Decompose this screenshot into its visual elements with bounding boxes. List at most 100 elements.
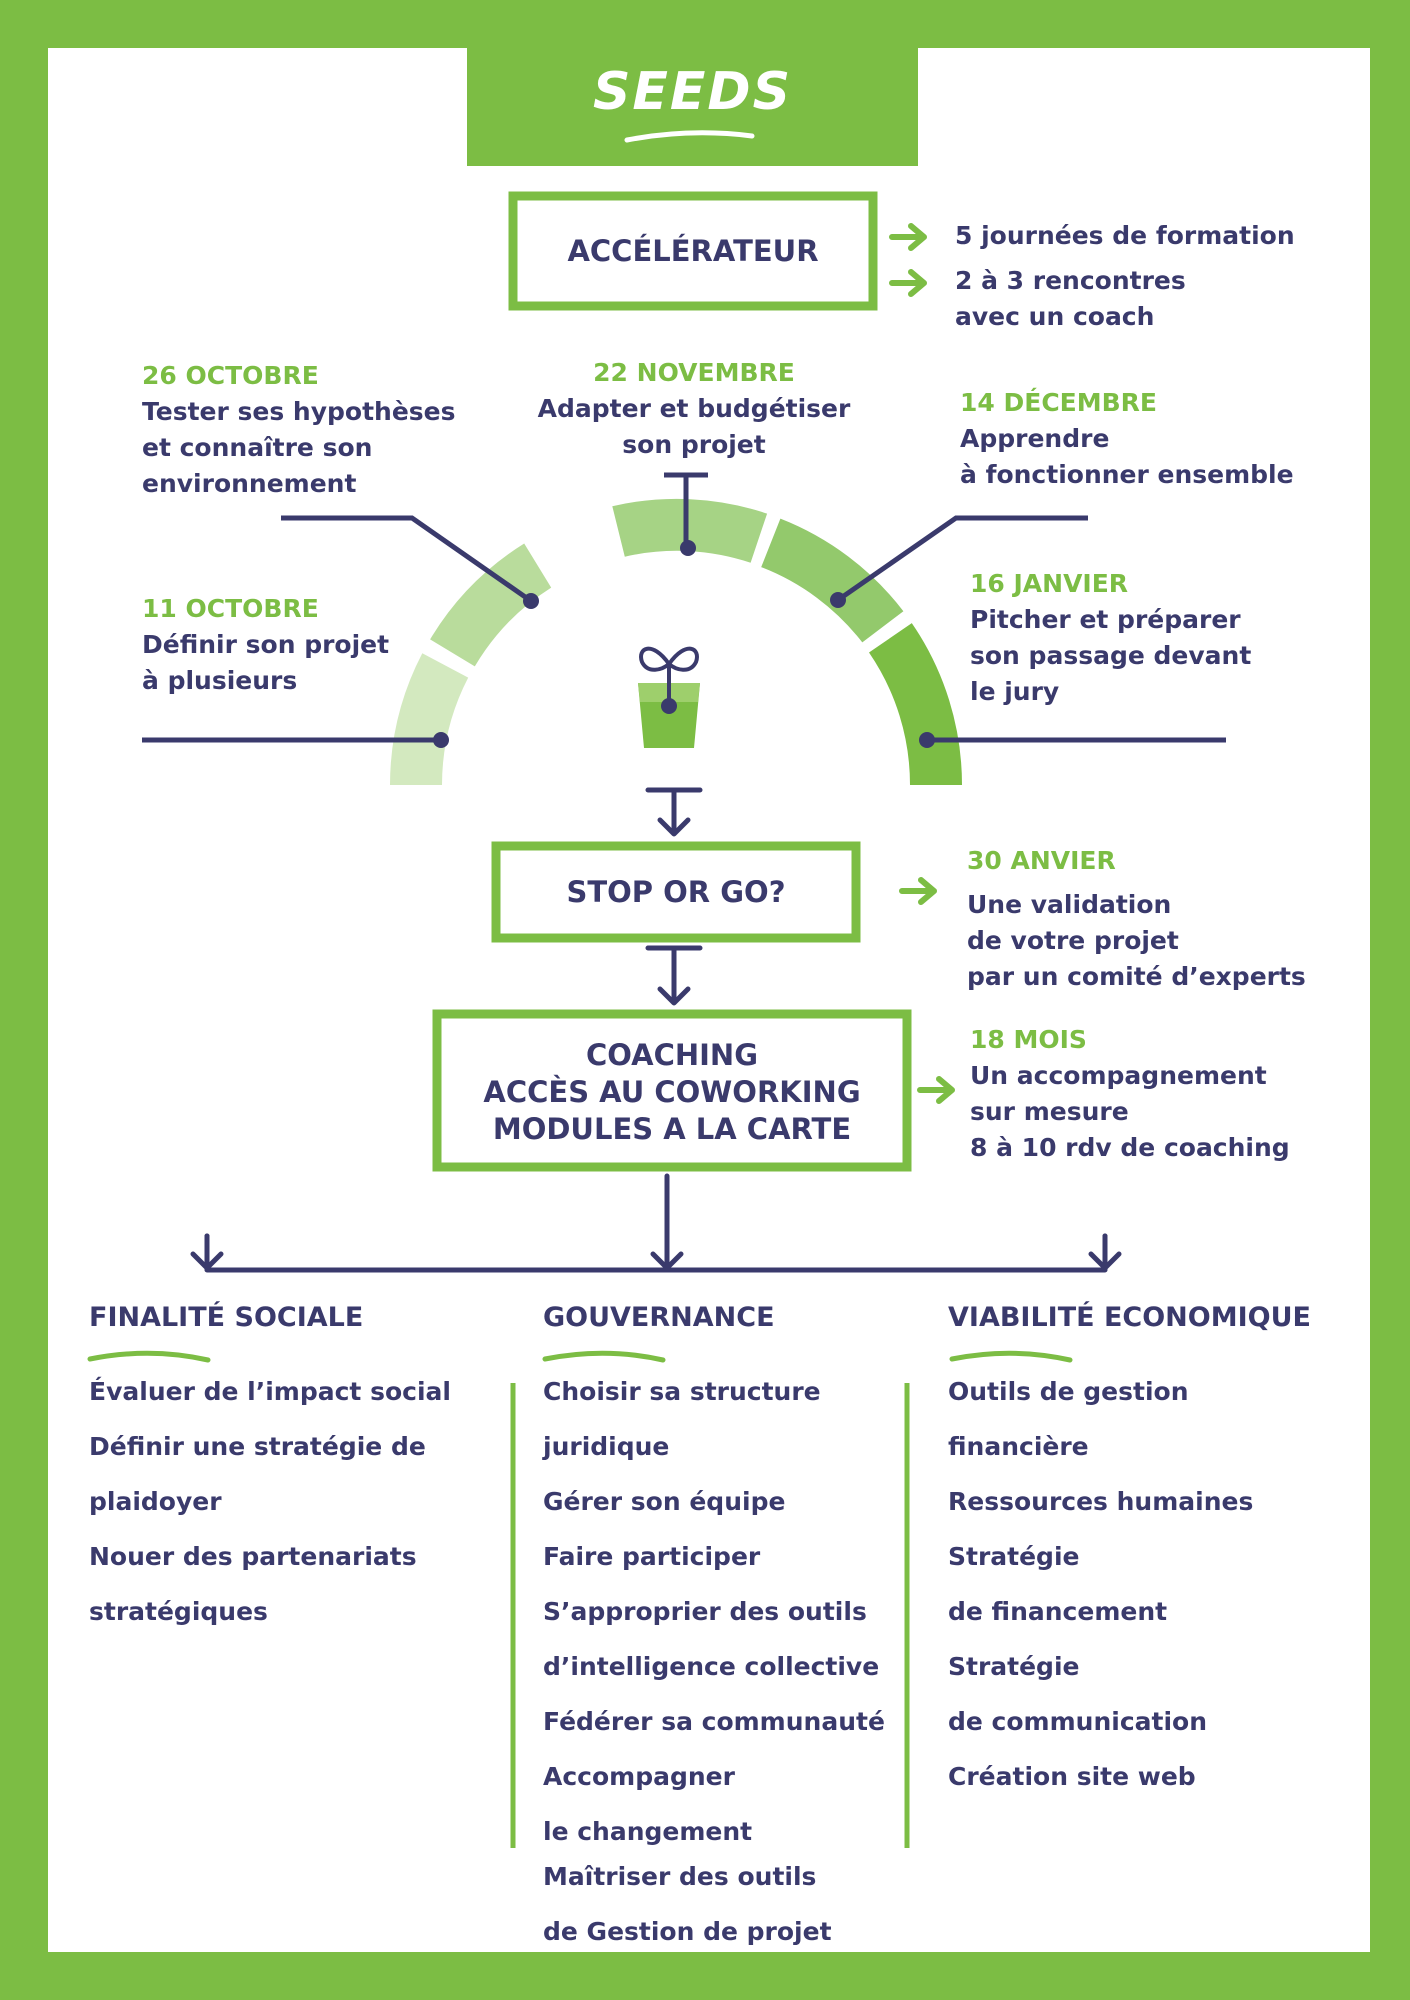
arc-segment-3 (612, 498, 768, 563)
detail-line: Une validation (967, 890, 1172, 919)
detail-line: par un comité d’experts (967, 962, 1306, 991)
arc-segment-4 (761, 518, 904, 643)
milestone-line: Définir son projet (142, 630, 390, 659)
flow-arrows (190, 787, 1122, 1273)
column-separators (510, 1383, 910, 1848)
milestone-14-decembre: 14 DÉCEMBRE Apprendre à fonctionner ense… (960, 385, 1294, 493)
milestone-16-janvier: 16 JANVIER Pitcher et préparer son passa… (970, 566, 1251, 710)
coaching-details: 18 MOIS Un accompagnement sur mesure 8 à… (970, 1022, 1290, 1166)
arc-segment-2 (430, 543, 552, 667)
arrow-down-icon (650, 1233, 684, 1271)
milestone-line: à fonctionner ensemble (960, 460, 1294, 489)
milestone-line: son passage devant (970, 641, 1252, 670)
column-item: Ressources humaines (948, 1487, 1254, 1516)
coaching-date: 18 MOIS (970, 1025, 1087, 1054)
milestone-line: son projet (622, 430, 766, 459)
arrow-down-icon (190, 1233, 224, 1271)
detail-line: avec un coach (955, 302, 1155, 331)
column-title: VIABILITÉ ECONOMIQUE (948, 1302, 1311, 1333)
column-title: FINALITÉ SOCIALE (89, 1302, 364, 1333)
milestone-connectors (142, 472, 1226, 743)
connector-22-novembre (664, 472, 708, 548)
detail-line: 2 à 3 rencontres (955, 266, 1186, 295)
column-title: GOUVERNANCE (543, 1302, 775, 1333)
milestone-dot (523, 593, 539, 609)
milestone-line: Adapter et budgétiser (537, 394, 851, 423)
detail-line: de votre projet (967, 926, 1179, 955)
milestone-dot (680, 540, 696, 556)
milestone-26-octobre: 26 OCTOBRE Tester ses hypothèses et conn… (142, 358, 456, 502)
header-tab (467, 48, 918, 166)
arrow-right-icon (889, 223, 927, 251)
stop-or-go-details: 30 ANVIER Une validation de votre projet… (967, 843, 1306, 995)
milestone-date: 16 JANVIER (970, 569, 1129, 598)
stop-or-go-date: 30 ANVIER (967, 846, 1116, 875)
milestone-dot (830, 592, 846, 608)
arrow-down-icon (645, 945, 703, 1006)
arrow-right-icon (889, 269, 927, 297)
milestone-date: 11 OCTOBRE (142, 594, 319, 623)
seeds-logo: SEEDS (592, 62, 793, 122)
arrow-right-icon (917, 1076, 955, 1104)
detail-line: 5 journées de formation (955, 221, 1295, 250)
connector-14-decembre (836, 515, 1088, 603)
coaching-box-text: COACHING ACCÈS AU COWORKING MODULES A LA… (437, 1037, 907, 1148)
connector-26-octobre (281, 515, 533, 604)
logo-underline (624, 130, 755, 143)
milestone-line: à plusieurs (142, 666, 298, 695)
column-item: Faire participer (543, 1542, 761, 1571)
stop-or-go-title: STOP OR GO? (566, 875, 786, 909)
column-item: Évaluer de l’impact social (89, 1377, 451, 1406)
accelerateur-title: ACCÉLÉRATEUR (567, 234, 819, 268)
arc-segment-5 (869, 623, 962, 785)
column-underlines (87, 1350, 1073, 1363)
arrow-right-icon (899, 877, 937, 905)
milestone-line: le jury (970, 677, 1060, 706)
coaching-line: MODULES A LA CARTE (492, 1112, 852, 1146)
milestone-line: Tester ses hypothèses (142, 397, 456, 426)
column-item: Fédérer sa communauté (543, 1707, 885, 1736)
plant-pot-icon (638, 646, 700, 748)
milestone-date: 22 NOVEMBRE (593, 358, 795, 387)
column-item: Gérer son équipe (543, 1487, 786, 1516)
detail-line: Un accompagnement (970, 1061, 1267, 1090)
accelerateur-box (508, 191, 878, 311)
milestone-11-octobre: 11 OCTOBRE Définir son projet à plusieur… (142, 591, 389, 699)
arrow-down-icon (1088, 1233, 1122, 1271)
milestone-22-novembre: 22 NOVEMBRE Adapter et budgétiser son pr… (486, 355, 902, 463)
detail-line: 8 à 10 rdv de coaching (970, 1133, 1290, 1162)
arrow-down-icon (645, 787, 703, 837)
progress-arc (390, 498, 962, 785)
coaching-line: ACCÈS AU COWORKING (483, 1075, 861, 1109)
milestone-dot (919, 732, 935, 748)
milestone-date: 14 DÉCEMBRE (960, 388, 1158, 417)
milestone-line: Apprendre (960, 424, 1110, 453)
coaching-box (432, 1009, 912, 1172)
white-panel (48, 48, 1370, 1952)
stop-or-go-box (491, 841, 861, 943)
arrow-icons (889, 223, 955, 1104)
column-finalite-sociale: FINALITÉ SOCIALE Évaluer de l’impact soc… (89, 1300, 451, 1649)
column-item: Création site web (948, 1762, 1196, 1791)
detail-line: sur mesure (970, 1097, 1129, 1126)
milestone-line: Pitcher et préparer (970, 605, 1241, 634)
milestone-line: et connaître son (142, 433, 373, 462)
milestone-dots (433, 540, 935, 748)
milestone-date: 26 OCTOBRE (142, 361, 319, 390)
milestone-line: environnement (142, 469, 357, 498)
milestone-dot (433, 732, 449, 748)
arc-segment-1 (390, 653, 469, 785)
coaching-line: COACHING (585, 1038, 759, 1072)
